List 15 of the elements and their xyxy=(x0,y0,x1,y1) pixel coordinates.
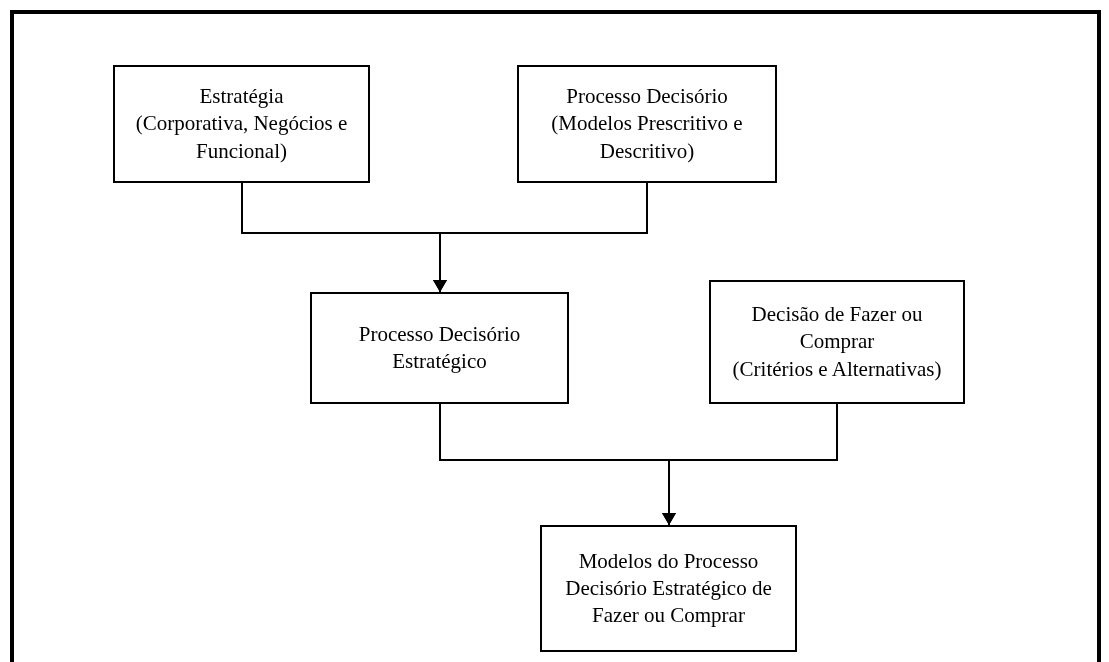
connector-arrow xyxy=(662,403,838,526)
box-text: Processo Decisório Estratégico xyxy=(357,320,522,375)
box-text: Decisão de Fazer ou Comprar xyxy=(750,301,924,356)
process-box xyxy=(709,280,965,404)
process-box xyxy=(310,292,569,404)
process-box xyxy=(540,525,797,652)
box-text: Estratégia xyxy=(199,83,284,111)
box-text: (Critérios e Alternativas) xyxy=(732,355,942,383)
box-text: Processo Decisório xyxy=(566,83,728,111)
box-text: (Modelos Prescritivo e Descritivo) xyxy=(550,110,744,165)
connector-arrow xyxy=(433,182,648,293)
process-box xyxy=(517,65,777,183)
box-text: (Corporativa, Negócios e Funcional) xyxy=(134,110,349,165)
box-text: Modelos do Processo Decisório Estratégico de Fazer ou Comprar xyxy=(564,547,773,630)
process-box xyxy=(113,65,370,183)
